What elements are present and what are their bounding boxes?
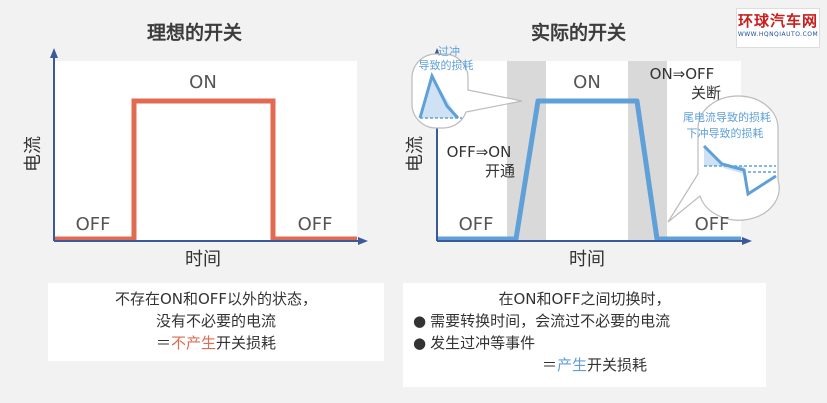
actual-switch-summary: 在ON和OFF之间切换时， ●需要转换时间，会流过不必要的电流 ●发生过冲等事件… <box>403 283 766 387</box>
turn-on-label: OFF⇒ON <box>447 143 512 161</box>
ideal-switch-summary: 不存在ON和OFF以外的状态， 没有不必要的电流 ＝不产生开关损耗 <box>48 283 384 361</box>
tail-callout-line2: 下冲导致的损耗 <box>687 126 764 140</box>
actual-summary-bullet2: ●发生过冲等事件 <box>403 332 766 354</box>
right-x-arrow <box>742 237 752 245</box>
ideal-summary-line2: 没有不必要的电流 <box>155 312 276 330</box>
actual-switch-title: 实际的开关 <box>531 22 627 44</box>
ideal-summary-equals: ＝ <box>155 334 171 352</box>
left-label-off-right: OFF <box>298 214 333 235</box>
actual-summary-line4: ＝产生开关损耗 <box>403 354 766 376</box>
right-y-axis-label: 电流 <box>405 136 426 172</box>
right-x-axis-label: 时间 <box>569 249 605 270</box>
left-label-on: ON <box>189 72 217 93</box>
bullet-dot: ● <box>413 312 427 330</box>
tail-current-curve <box>702 144 777 197</box>
left-plot-area <box>54 61 357 241</box>
right-label-off-right: OFF <box>695 214 730 235</box>
turn-off-sublabel: 关断 <box>691 84 721 102</box>
bullet1-text: 需要转换时间，会流过不必要的电流 <box>430 312 671 330</box>
ideal-summary-line1: 不存在ON和OFF以外的状态， <box>114 290 318 308</box>
left-x-arrow <box>358 237 368 245</box>
turn-off-label: ON⇒OFF <box>650 65 715 83</box>
actual-summary-suffix: 开关损耗 <box>587 356 648 374</box>
ideal-switch-diagram: ON OFF OFF 时间 电流 <box>23 48 368 270</box>
actual-summary-highlight: 产生 <box>556 356 587 374</box>
ideal-current-pulse <box>54 98 357 242</box>
ideal-summary-line3: ＝不产生开关损耗 <box>48 332 384 354</box>
overshoot-callout-line2: 导致的损耗 <box>419 58 474 72</box>
overshoot-callout-line1: 过冲 <box>438 44 460 58</box>
logo-text: 环球汽车网 <box>737 12 818 30</box>
right-label-off-left: OFF <box>459 214 494 235</box>
right-label-on: ON <box>573 72 601 93</box>
left-y-arrow <box>50 48 58 58</box>
ideal-summary-highlight: 不产生 <box>170 334 216 352</box>
turn-on-sublabel: 开通 <box>485 162 515 180</box>
actual-summary-bullet1: ●需要转换时间，会流过不必要的电流 <box>403 310 766 332</box>
ideal-switch-title: 理想的开关 <box>147 22 243 44</box>
site-logo: 环球汽车网 WWW.HQNQIAUTO.COM <box>736 8 820 48</box>
actual-summary-equals: ＝ <box>541 356 557 374</box>
right-plot-area <box>437 61 741 241</box>
actual-summary-line1: 在ON和OFF之间切换时， <box>498 290 671 308</box>
logo-url: WWW.HQNQIAUTO.COM <box>737 31 819 38</box>
actual-switch-diagram: 过冲 导致的损耗 尾电流导致的损耗 下冲导致的损耗 ON OFF OFF OFF… <box>405 44 780 270</box>
turn-on-transition-shade <box>507 61 546 241</box>
bullet2-text: 发生过冲等事件 <box>430 334 536 352</box>
ideal-summary-suffix: 开关损耗 <box>216 334 277 352</box>
overshoot-curve <box>418 71 460 120</box>
left-x-axis-label: 时间 <box>185 249 221 270</box>
left-label-off-left: OFF <box>76 214 111 235</box>
left-y-axis-label: 电流 <box>23 136 44 172</box>
tail-callout-line1: 尾电流导致的损耗 <box>683 110 771 124</box>
turn-off-transition-shade <box>628 61 667 241</box>
bullet-dot: ● <box>413 334 427 352</box>
actual-current-pulse <box>437 98 741 242</box>
